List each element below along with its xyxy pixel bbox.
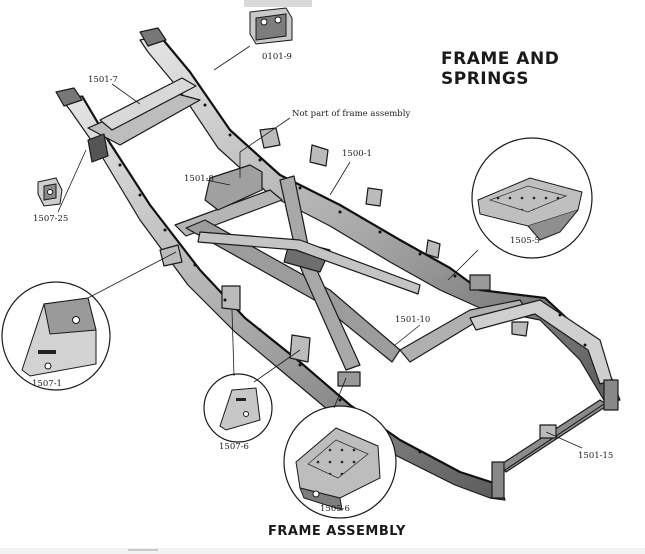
page-title: FRAME AND SPRINGS xyxy=(441,49,560,89)
label-1505-6: 1505-6 xyxy=(320,504,350,514)
bracket-j xyxy=(539,424,557,439)
rear-left-post xyxy=(491,461,505,499)
bracket-g xyxy=(159,244,183,267)
label-1507-1: 1507-1 xyxy=(32,379,62,389)
rear-right-post xyxy=(603,379,619,411)
label-1501-15: 1501-15 xyxy=(578,451,614,461)
bracket-a xyxy=(259,127,281,149)
callout-1505-5 xyxy=(471,137,593,259)
label-1501-7: 1501-7 xyxy=(88,75,118,85)
left-side-rail xyxy=(61,95,506,501)
scan-edge-bottom xyxy=(0,548,645,554)
rear-kickup xyxy=(469,299,613,385)
leader-lines xyxy=(57,45,583,449)
part-0101-9 xyxy=(249,7,293,45)
bracket-1501-8 xyxy=(204,164,263,211)
label-1501-8: 1501-8 xyxy=(184,174,214,184)
label-1505-5: 1505-5 xyxy=(510,236,540,246)
label-0101-9: 0101-9 xyxy=(262,52,292,62)
bracket-k xyxy=(469,274,491,291)
section-title: FRAME ASSEMBLY xyxy=(268,524,406,539)
callout-1505-6 xyxy=(283,405,397,519)
front-left-horn xyxy=(55,87,83,107)
bracket-i xyxy=(511,321,529,337)
note-not-part: Not part of frame assembly xyxy=(292,109,411,119)
rivets xyxy=(118,103,587,454)
label-1500-1: 1500-1 xyxy=(342,149,372,159)
middle-crossmember xyxy=(197,231,421,295)
scan-edge-top xyxy=(244,0,312,7)
bracket-h xyxy=(337,371,361,387)
part-1507-25 xyxy=(37,177,63,207)
bracket-e xyxy=(221,285,241,311)
bracket-b xyxy=(309,144,329,167)
scan-mark xyxy=(128,549,158,551)
bracket-c xyxy=(365,187,383,207)
front-right-horn xyxy=(139,27,167,47)
callout-1507-1 xyxy=(1,281,111,391)
label-1507-6: 1507-6 xyxy=(219,442,249,452)
bracket-f xyxy=(289,334,311,363)
label-1507-25: 1507-25 xyxy=(33,214,69,224)
frame-assembly xyxy=(55,27,621,501)
front-spring-hanger xyxy=(87,133,109,163)
bracket-d xyxy=(425,239,441,259)
callout-1507-6 xyxy=(203,373,273,443)
label-1501-10: 1501-10 xyxy=(395,315,431,325)
